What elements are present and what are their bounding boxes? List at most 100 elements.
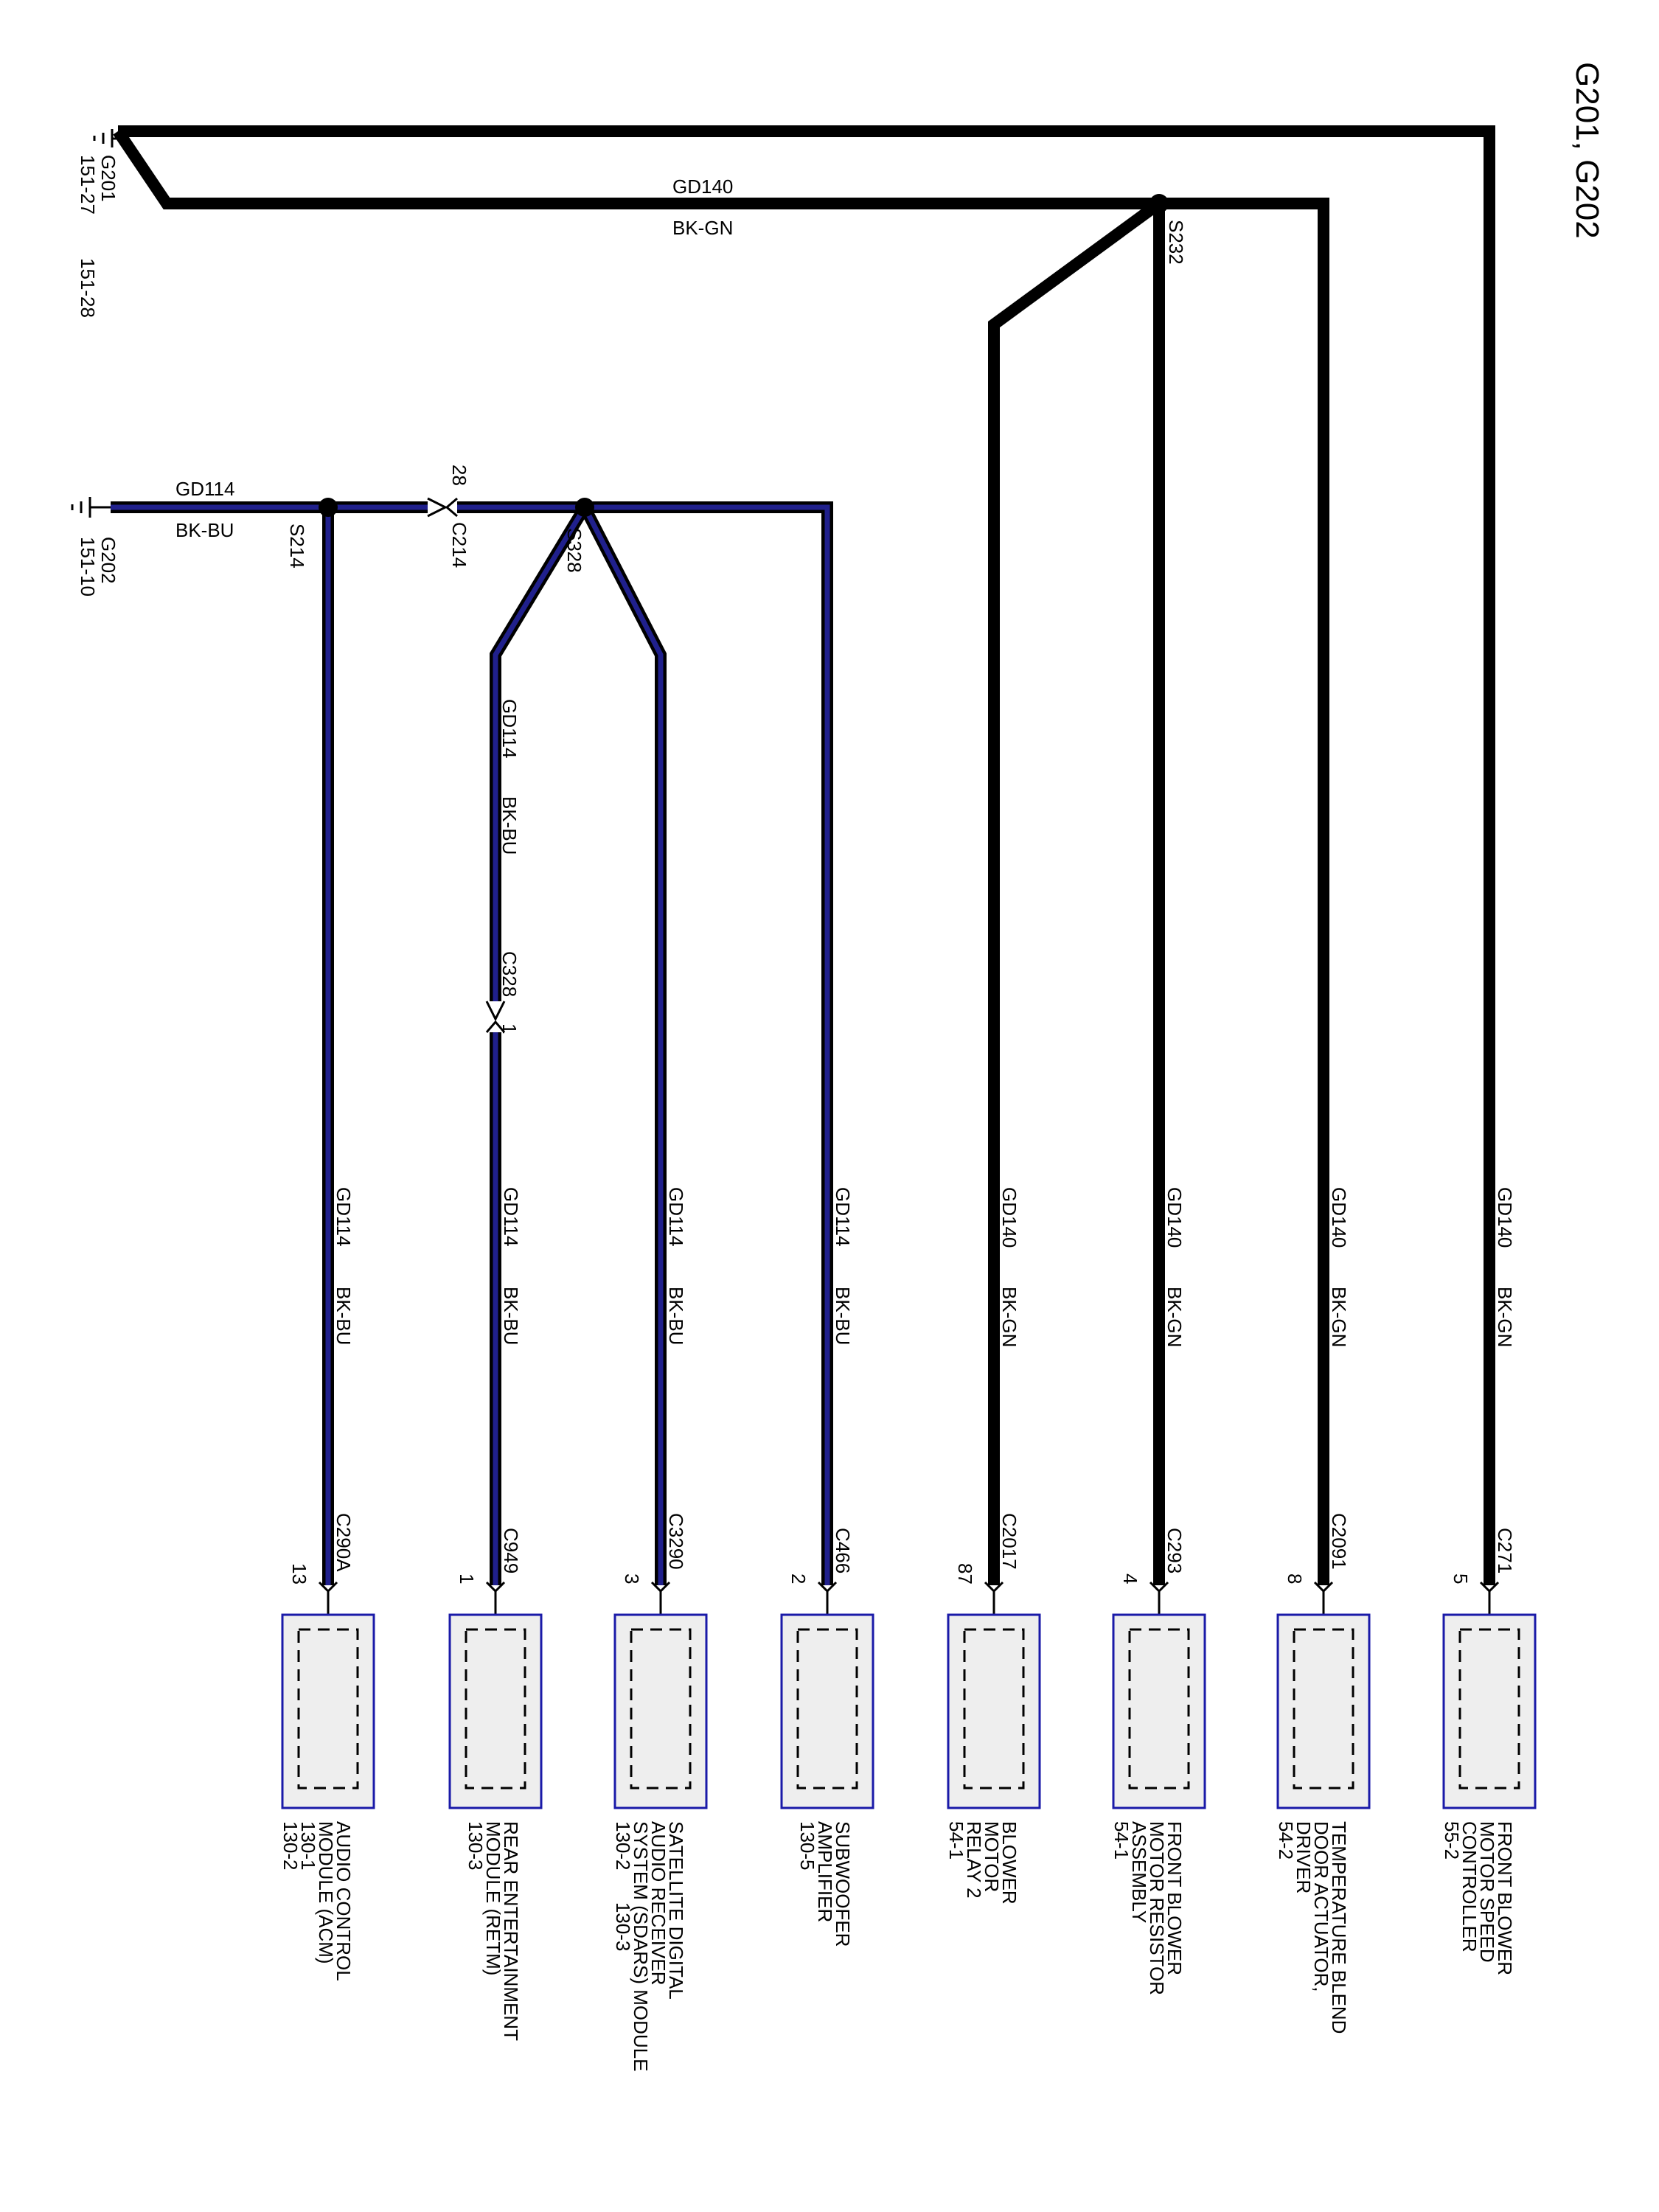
component-name-line-2: MOTOR	[981, 1821, 1003, 1892]
wire-circuit-label: GD114	[832, 1187, 854, 1246]
wire-color-label: BK-GN	[998, 1287, 1020, 1347]
inline-connector-c328-pin: 1	[498, 1023, 521, 1034]
connector-label: C3290	[665, 1513, 687, 1570]
connector-label: C949	[500, 1528, 522, 1573]
component-name-line-4: 130-2	[279, 1821, 302, 1871]
component-name-line-1: AUDIO CONTROL	[333, 1821, 355, 1981]
splice-s232-dot	[1150, 194, 1169, 213]
component-name-line-2: MODULE (ACM)	[315, 1821, 337, 1964]
component-inner-box	[963, 1628, 1025, 1790]
splice-s328-dot	[575, 498, 594, 517]
component-name-line-3: 130-1	[297, 1821, 319, 1871]
inline-connector-c214-label: C214	[448, 522, 470, 568]
wire-color-label: BK-GN	[1328, 1287, 1350, 1347]
wire-circuit-label: GD140	[998, 1187, 1020, 1248]
component-box	[1442, 1613, 1537, 1809]
component-inner-box	[1458, 1628, 1520, 1790]
connector-label: C290A	[333, 1513, 355, 1572]
connector-label: C2091	[1328, 1513, 1350, 1570]
inline-connector-c328-label: C328	[498, 951, 521, 997]
component-name-line-2: MOTOR RESISTOR	[1146, 1821, 1168, 1995]
component-name-line-1: FRONT BLOWER	[1164, 1821, 1186, 1975]
splice-s214-label: S214	[286, 524, 308, 568]
component-name-line-2: DOOR ACTUATOR,	[1310, 1821, 1332, 1992]
component-name-line-4: 54-2	[1275, 1821, 1297, 1860]
gd140-color-label: BK-GN	[672, 217, 733, 239]
diagram-title: G201, G202	[1569, 62, 1605, 239]
component-box	[281, 1613, 375, 1809]
wire-gd114-network	[111, 501, 833, 1585]
component-box	[1112, 1613, 1206, 1809]
component-name-line-2: AUDIO RECEIVER	[647, 1821, 669, 1986]
component-subwoofer: GD114 BK-BU C466 2 SUBWOOFER AMPLIFIER 1…	[780, 1187, 874, 1947]
ground-g201-ref2: 151-28	[77, 258, 99, 318]
wire-color-label: BK-BU	[832, 1287, 854, 1345]
wire-gd140-branch	[113, 128, 1159, 209]
component-box	[448, 1613, 543, 1809]
wire-gd140-main	[118, 125, 1495, 1585]
component-name-line-4: 54-1	[945, 1821, 967, 1860]
splice-s214-dot	[319, 498, 338, 517]
component-name-line-2: AMPLIFIER	[814, 1821, 836, 1922]
component-name-line-1: SUBWOOFER	[832, 1821, 854, 1947]
component-blower-resistor: GD140 BK-GN C293 4 FRONT BLOWER MOTOR RE…	[1110, 1187, 1206, 1995]
component-acm: GD114 BK-BU C290A 13 AUDIO CONTROL MODUL…	[279, 1187, 375, 1981]
wire-color-label: BK-BU	[665, 1287, 687, 1345]
wire-gd140-c2017	[988, 198, 1163, 1585]
connector-pin: 1	[456, 1573, 478, 1584]
component-inner-box	[1293, 1628, 1354, 1790]
component-name-line-4: 130-2 130-3	[612, 1821, 634, 1951]
component-name-line-3: ASSEMBLY	[1128, 1821, 1150, 1923]
inline-connector-c214-pin: 28	[448, 465, 470, 486]
component-retm: GD114 BK-BU C949 1 REAR ENTERTAINMENT MO…	[448, 1187, 543, 2041]
component-name-line-3: CONTROLLER	[1458, 1821, 1481, 1952]
splice-s232-label: S232	[1165, 220, 1187, 265]
wire-color-label: BK-GN	[1494, 1287, 1516, 1347]
connector-pin: 87	[954, 1563, 976, 1585]
ground-g202-ref1: 151-10	[77, 537, 99, 597]
wire-gd114-retm-color: BK-BU	[498, 796, 521, 855]
component-name-line-2: MODULE (RETM)	[482, 1821, 504, 1975]
wire-circuit-label: GD114	[665, 1187, 687, 1246]
component-blower-speed-controller: GD140 BK-GN C271 5 FRONT BLOWER MOTOR SP…	[1441, 1187, 1537, 1975]
wire-circuit-label: GD114	[500, 1187, 522, 1246]
component-inner-box	[1128, 1628, 1190, 1790]
connector-pin: 4	[1119, 1573, 1141, 1584]
component-inner-box	[630, 1628, 692, 1790]
gd114-circuit-label: GD114	[175, 478, 234, 500]
inline-connector-c214	[427, 497, 458, 518]
component-name-line-1: FRONT BLOWER	[1494, 1821, 1516, 1975]
component-name-line-4: 54-1	[1110, 1821, 1133, 1860]
wire-gd140-c2091	[1159, 198, 1329, 1585]
component-name-line-3: RELAY 2	[963, 1821, 985, 1899]
component-sdars: GD114 BK-BU C3290 3 SATELLITE DIGITAL AU…	[612, 1187, 708, 2072]
connector-pin: 5	[1450, 1573, 1472, 1584]
wire-color-label: BK-BU	[333, 1287, 355, 1345]
gd114-color-label: BK-BU	[175, 519, 234, 541]
wire-circuit-label: GD114	[333, 1187, 355, 1246]
inline-connector-c328	[485, 1001, 506, 1033]
wire-circuit-label: GD140	[1328, 1187, 1350, 1248]
gd140-circuit-label: GD140	[672, 175, 733, 198]
wire-gd114-retm-circuit: GD114	[498, 699, 521, 758]
component-box	[1276, 1613, 1371, 1809]
component-name-line-3: SYSTEM (SDARS) MODULE	[630, 1821, 652, 2072]
wire-circuit-label: GD140	[1164, 1187, 1186, 1248]
component-box	[613, 1613, 708, 1809]
component-name-line-3: 130-3	[465, 1821, 487, 1871]
ground-g202-name: G202	[97, 537, 119, 584]
connector-label: C466	[832, 1528, 854, 1573]
ground-g201-name: G201	[97, 155, 119, 202]
connector-pin: 3	[621, 1573, 643, 1584]
component-name-line-4: 55-2	[1441, 1821, 1463, 1860]
component-inner-box	[465, 1628, 526, 1790]
wire-circuit-label: GD140	[1494, 1187, 1516, 1248]
component-name-line-1: SATELLITE DIGITAL	[665, 1821, 687, 2000]
ground-symbol-g201	[93, 129, 118, 147]
component-inner-box	[796, 1628, 858, 1790]
connector-label: C271	[1494, 1528, 1516, 1573]
component-blower-relay: GD140 BK-GN C2017 87 BLOWER MOTOR RELAY …	[945, 1187, 1041, 1905]
ground-g201-ref1: 151-27	[77, 155, 99, 215]
connector-label: C293	[1164, 1528, 1186, 1573]
